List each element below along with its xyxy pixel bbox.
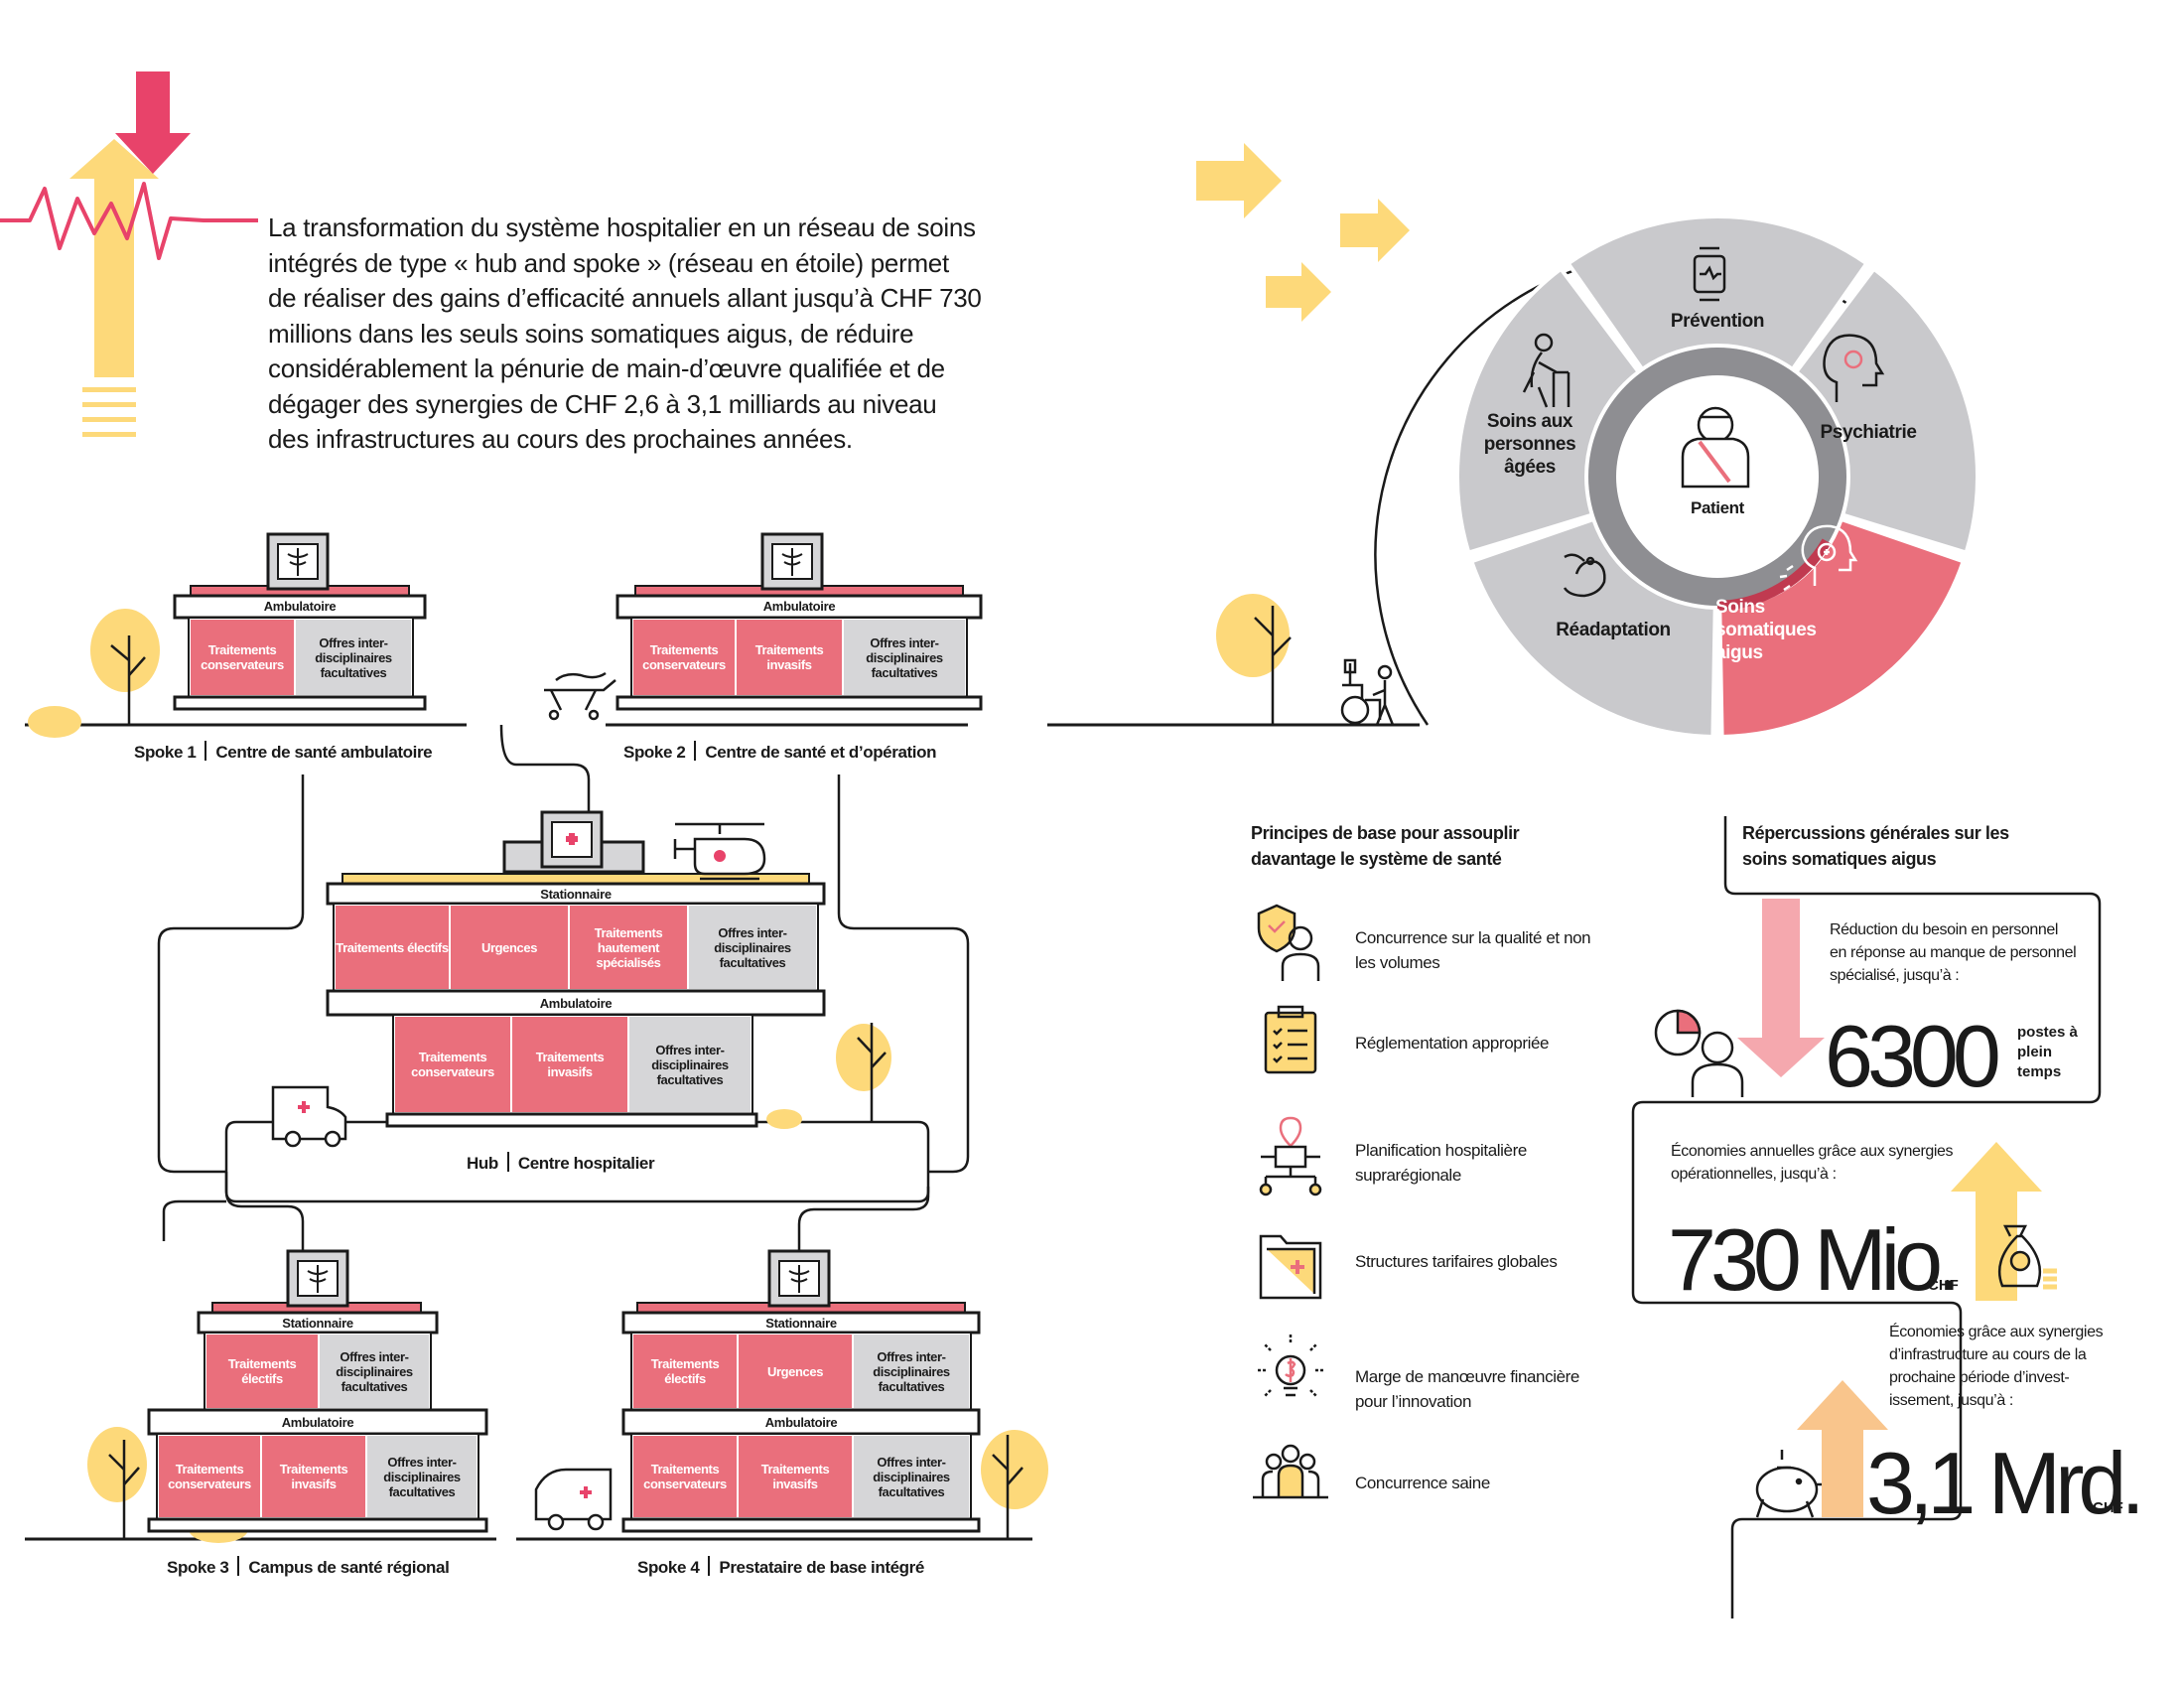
principle-3: Planification hospitalière suprarégional…: [1355, 1141, 1527, 1185]
spoke1-cons: Traitements conservateurs: [191, 620, 294, 695]
principle-5: Marge de manœuvre financière pour l’inno…: [1355, 1367, 1579, 1411]
up-arrow-yellow: [1951, 1142, 2042, 1301]
wheel-label-patient: Patient: [1691, 498, 1744, 517]
spoke2-cons: Traitements conservateurs: [633, 620, 735, 695]
wheel-segment-readaptation: [1468, 516, 1717, 740]
smartwatch-icon: [1693, 246, 1726, 302]
wheel-segment-psychiatrie: [1793, 265, 1980, 556]
spoke4-offres-stat: Offres inter-disciplinaires facultatives: [854, 1335, 969, 1408]
wheel-label-somatique: Soins somatiques aigus: [1715, 597, 1817, 663]
wheel-label-readaptation: Réadaptation: [1556, 620, 1671, 640]
hub-urg: Urgences: [451, 906, 568, 989]
person-chart-icon: [1654, 1009, 1744, 1097]
shield-person-icon: [1257, 904, 1320, 981]
staff-value: 6300: [1825, 1007, 2001, 1105]
elderly-walker-icon: [1522, 333, 1570, 408]
hub-inv: Traitements invasifs: [512, 1017, 627, 1112]
money-bag-icon: [1997, 1224, 2057, 1290]
spoke3-inv: Traitements invasifs: [262, 1436, 365, 1517]
spoke3-elec: Traitements électifs: [206, 1335, 318, 1408]
ops-desc: Économies annuelles grâce aux synergies …: [1671, 1143, 1954, 1183]
hub-ambulatoire-label: Ambulatoire: [539, 996, 613, 1011]
spoke1-offres: Offres inter-disciplinaires facultatives: [296, 620, 411, 695]
down-arrow-red: [1737, 899, 1825, 1077]
spoke3-offres-amb: Offres inter-disciplinaires facultatives: [367, 1436, 477, 1517]
principles-title: Principes de base pour assouplir davanta…: [1251, 823, 1520, 869]
infra-value: 3,1 Mrd.: [1866, 1434, 2145, 1532]
hub-cons: Traitements conservateurs: [395, 1017, 510, 1112]
wheel-label-psychiatrie: Psychiatrie: [1820, 422, 1917, 443]
ops-value: 730 Mio.: [1668, 1210, 1962, 1309]
wheel-label-ages: Soins aux personnes âgées: [1483, 411, 1576, 478]
hub-stationnaire-label: Stationnaire: [540, 887, 612, 902]
wheel-segment-ages: [1454, 265, 1642, 556]
principle-4: Structures tarifaires globales: [1355, 1252, 1558, 1271]
infra-unit: CHF: [2093, 1499, 2123, 1516]
principle-2: Réglementation appropriée: [1355, 1034, 1550, 1053]
ops-unit: CHF: [1928, 1277, 1959, 1294]
spoke1-ambulatoire-label: Ambulatoire: [263, 599, 337, 614]
spoke4-inv: Traitements invasifs: [739, 1436, 852, 1517]
spoke4-ambulatoire-label: Ambulatoire: [764, 1415, 838, 1430]
hub-elec: Traitements électifs: [336, 906, 449, 989]
principle-1: Concurrence sur la qualité et non les vo…: [1355, 928, 1591, 972]
tree-icons: [28, 594, 1292, 1543]
patient-icon: [1681, 406, 1750, 489]
wheelchair-icon: [1340, 658, 1395, 726]
staff-unit: postes à plein temps: [2017, 1024, 2078, 1080]
trend-arrows-icon: [0, 71, 258, 437]
yellow-arrows-decoration: [1196, 143, 1410, 322]
lightbulb-money-icon: [1258, 1335, 1323, 1397]
spoke4-elec: Traitements électifs: [633, 1335, 737, 1408]
spoke3-offres-stat: Offres inter-disciplinaires facultatives: [320, 1335, 429, 1408]
helicopter-icon: [673, 822, 766, 881]
spoke4-urg: Urgences: [739, 1335, 852, 1408]
intro-paragraph: La transformation du système hospitalier…: [268, 212, 982, 454]
spoke2-offres: Offres inter-disciplinaires facultatives: [844, 620, 965, 695]
spoke3-ambulatoire-label: Ambulatoire: [281, 1415, 354, 1430]
stretcher-icon: [544, 671, 616, 721]
ambulance-icon-2: [534, 1468, 613, 1531]
medical-folder-icon: [1259, 1234, 1322, 1300]
infra-desc: Économies grâce aux synergies d’infrastr…: [1889, 1324, 2104, 1409]
head-mind-icon: [1823, 334, 1885, 402]
staff-desc: Réduction du besoin en personnel en répo…: [1830, 921, 2077, 984]
wheel-label-prevention: Prévention: [1670, 311, 1765, 332]
hub-offres-amb: Offres inter-disciplinaires facultatives: [629, 1017, 751, 1112]
spoke3-cons: Traitements conservateurs: [159, 1436, 260, 1517]
network-pin-icon: [1259, 1116, 1322, 1196]
piggy-bank-icon: [1755, 1450, 1822, 1518]
up-arrow-orange: [1797, 1380, 1888, 1517]
spoke2-ambulatoire-label: Ambulatoire: [762, 599, 836, 614]
spoke3-stationnaire-label: Stationnaire: [282, 1316, 353, 1331]
ambulance-icon: [271, 1085, 347, 1148]
care-wheel-segments: [1454, 214, 1980, 740]
group-people-icon: [1253, 1444, 1328, 1499]
sick-head-icon: [1779, 524, 1858, 592]
spoke2-inv: Traitements invasifs: [737, 620, 842, 695]
impacts-title: Répercussions générales sur les soins so…: [1742, 823, 2009, 869]
spoke4-stationnaire-label: Stationnaire: [765, 1316, 837, 1331]
principle-6: Concurrence saine: [1355, 1474, 1490, 1492]
spoke4-cons: Traitements conservateurs: [633, 1436, 737, 1517]
rehab-muscle-icon: [1563, 553, 1606, 598]
hub-offres-stat: Offres inter-disciplinaires facultatives: [689, 906, 816, 989]
spoke4-offres-amb: Offres inter-disciplinaires facultatives: [854, 1436, 969, 1517]
hub-spec: Traitements hautement spécialisés: [570, 906, 687, 989]
clipboard-checklist-icon: [1264, 1005, 1317, 1074]
